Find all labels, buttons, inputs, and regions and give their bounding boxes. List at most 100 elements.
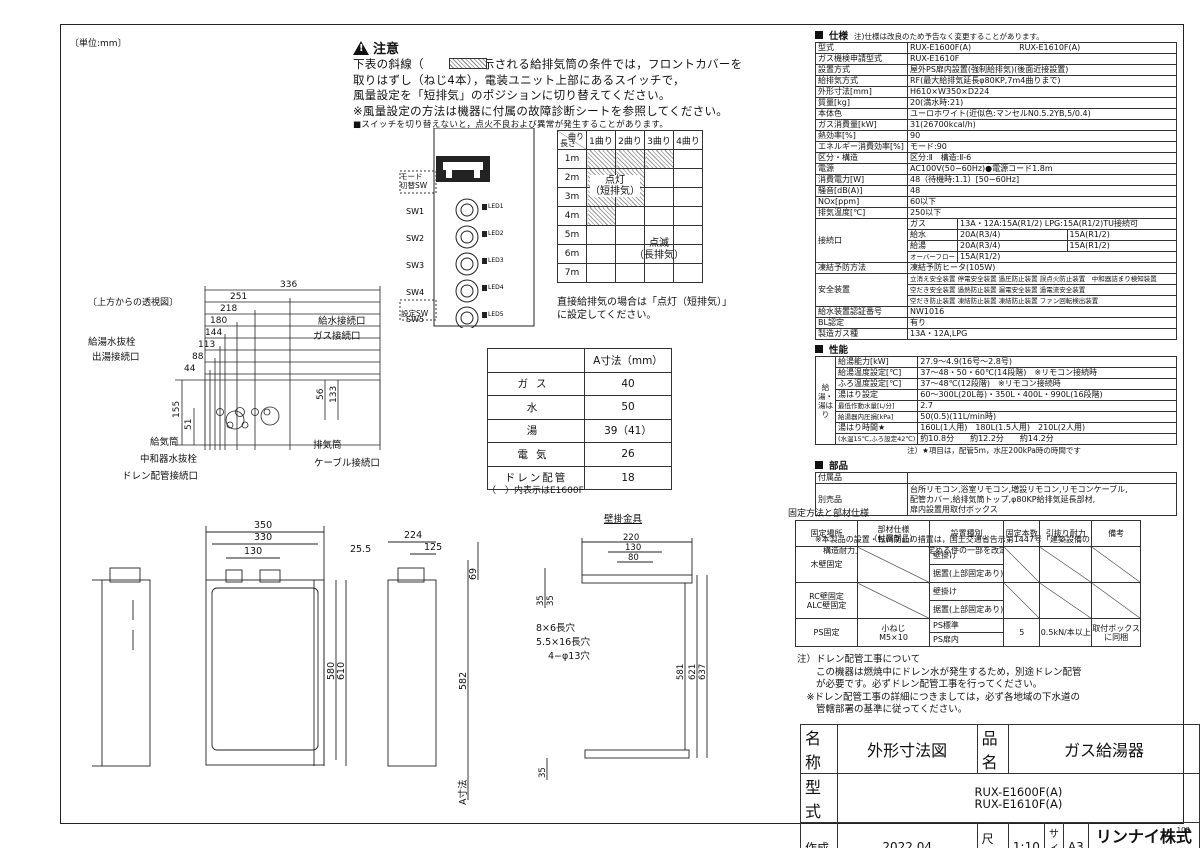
bracket-hole-label: 5.5×16長穴 bbox=[536, 637, 591, 648]
model-values: RUX-E1600F(A) RUX-E1610F(A) bbox=[836, 773, 1200, 823]
table-row: 付属品 bbox=[815, 472, 1177, 484]
caution-line: 取りはずし（ねじ4本），電装ユニット上部にあるスイッチで， bbox=[353, 72, 685, 87]
name-label: 名称 bbox=[800, 724, 838, 774]
dimension-label: 35 bbox=[538, 767, 548, 778]
dimension-label: 25.5 bbox=[350, 544, 371, 555]
perf-value: 50(0.5)(11L/min時) bbox=[917, 411, 1177, 423]
dimension-label: 251 bbox=[230, 292, 247, 302]
table-cell: 据置(上部固定あり) bbox=[928, 600, 1005, 619]
drain-note-line: 注）ドレン配管工事について bbox=[797, 654, 921, 665]
label-short-exhaust: 点灯 （短排気） bbox=[590, 175, 640, 197]
label-cable-inlet: ケーブル接続口 bbox=[314, 458, 380, 469]
fixing-title: 固定方法と部材仕様 bbox=[788, 509, 870, 519]
label-hot-outlet: 出湯接続口 bbox=[92, 352, 140, 363]
led-label: LED2 bbox=[488, 230, 504, 237]
perf-section-title: 性能 bbox=[815, 342, 1177, 356]
table-row: 排気温度[℃]250以下 bbox=[815, 207, 1177, 219]
dimension-label: 336 bbox=[280, 280, 297, 290]
dimension-label: 580 bbox=[326, 662, 337, 680]
table-corner: 曲り長さ bbox=[557, 130, 587, 150]
row-header: 3m bbox=[557, 187, 587, 207]
label-gas-inlet: ガス接続口 bbox=[313, 331, 361, 342]
perf-value: 37〜48℃(12段階) ※リモコン接続時 bbox=[917, 378, 1177, 390]
drain-note-line: 管轄部署の基準に従ってください。 bbox=[797, 704, 968, 715]
dimension-label: 582 bbox=[458, 672, 469, 690]
table-row: 消費電力[W]48（待機時:1.1）[50−60Hz] bbox=[815, 174, 1177, 186]
spec-section-title: 仕様 注)仕様は改良のため予告なく変更することがあります。 bbox=[815, 28, 1177, 42]
table-cell bbox=[673, 149, 703, 169]
spec-value: 20(満水時:21) bbox=[907, 97, 1177, 109]
table-cell bbox=[586, 263, 616, 283]
dimension-label: 35 bbox=[536, 595, 546, 606]
dimension-label: 180 bbox=[210, 316, 227, 326]
label-long-exhaust: 点滅 （長排気） bbox=[634, 238, 684, 261]
spec-key: 設置方式 bbox=[815, 64, 908, 76]
dimension-label: 350 bbox=[254, 520, 272, 531]
dimension-label: 144 bbox=[205, 328, 222, 338]
perf-value: 2.7 bbox=[917, 400, 1177, 412]
table-cell bbox=[1039, 582, 1093, 619]
spec-key: 凍結予防方法 bbox=[815, 262, 908, 274]
led-icon bbox=[482, 204, 487, 210]
table-cell: 小ねじ M5×10 bbox=[857, 618, 930, 647]
setting-switch-label: 設定SW bbox=[401, 309, 429, 318]
spec-value: モード:90 bbox=[907, 141, 1177, 153]
dimension-label: 610 bbox=[336, 662, 347, 680]
led-icon bbox=[482, 231, 487, 237]
table-cell bbox=[615, 263, 645, 283]
table-row: (水温15℃,ふろ設定42℃)約10.8分 約12.2分 約14.2分 bbox=[816, 433, 1177, 445]
table-cell bbox=[1003, 582, 1041, 619]
dimension-label: 224 bbox=[404, 530, 422, 541]
table-row: 6m bbox=[557, 244, 703, 264]
spec-value: 凍結予防ヒータ(105W) bbox=[907, 262, 1177, 274]
dimension-label: 51 bbox=[184, 419, 194, 430]
spec-key: 電源 bbox=[815, 163, 908, 175]
a-table-key: ドレン配管 bbox=[487, 465, 585, 490]
connection-value: 20A(R3/4) bbox=[957, 229, 1068, 241]
switch-knob bbox=[455, 225, 479, 249]
perf-key: 湯はり設定 bbox=[834, 389, 919, 401]
perf-key: 給湯能力[kW] bbox=[834, 356, 919, 368]
column-header: 3曲り bbox=[644, 130, 674, 150]
dimension-label: 133 bbox=[329, 386, 339, 403]
table-cell: 木壁固定 bbox=[795, 546, 858, 583]
table-cell bbox=[673, 168, 703, 188]
parts-section-title: 部品 bbox=[815, 458, 1177, 472]
dimension-label: 218 bbox=[220, 304, 237, 314]
spec-subtitle: 注)仕様は改良のため予告なく変更することがあります。 bbox=[854, 32, 1044, 41]
table-cell bbox=[644, 168, 674, 188]
row-header: 5m bbox=[557, 225, 587, 245]
name-value: 外形寸法図 bbox=[836, 724, 978, 774]
table-cell bbox=[1039, 546, 1093, 583]
spec-value: 13A・12A,LPG bbox=[907, 328, 1177, 340]
switch-knob-inner bbox=[460, 311, 474, 325]
connection-value-alt: 15A(R1/2) bbox=[1066, 229, 1177, 241]
spec-key: ガス機検申請型式 bbox=[815, 53, 908, 65]
table-row: 質量[kg]20(満水時:21) bbox=[815, 97, 1177, 109]
size-label: サイズ bbox=[1043, 822, 1064, 848]
table-row: 安全装置立消え安全装置 停電安全装置 過圧防止装置 誤点火防止装置 中和器詰まり… bbox=[815, 273, 1177, 307]
model-label: 型式 bbox=[800, 773, 838, 823]
label-drain-connection: ドレン配管接続口 bbox=[122, 471, 199, 482]
spec-value: AC100V(50−60Hz)●電源コード1.8m bbox=[907, 163, 1177, 175]
caution-small: ■スイッチを切り替えないと，点火不良および異常が発生することがあります。 bbox=[353, 120, 669, 130]
caution-title: 注意 bbox=[373, 42, 400, 57]
hatched-cell bbox=[586, 206, 616, 226]
corner-label-length: 長さ bbox=[560, 139, 576, 148]
table-cell: 据置(上部固定あり) bbox=[928, 564, 1005, 583]
led-icon bbox=[482, 285, 487, 291]
dimension-label: 88 bbox=[192, 352, 204, 362]
table-cell: PS標準 bbox=[928, 618, 1005, 633]
perf-value: 60〜300L(20L毎)・350L・400L・990L(16段階) bbox=[917, 389, 1177, 401]
spec-key: 区分・構造 bbox=[815, 152, 908, 164]
table-cell: RC壁固定 ALC壁固定 bbox=[795, 582, 858, 619]
connection-value-alt: 15A(R1/2) bbox=[1066, 240, 1177, 252]
table-cell bbox=[615, 206, 645, 226]
company-name: リンナイ株式会社 bbox=[1087, 822, 1200, 848]
